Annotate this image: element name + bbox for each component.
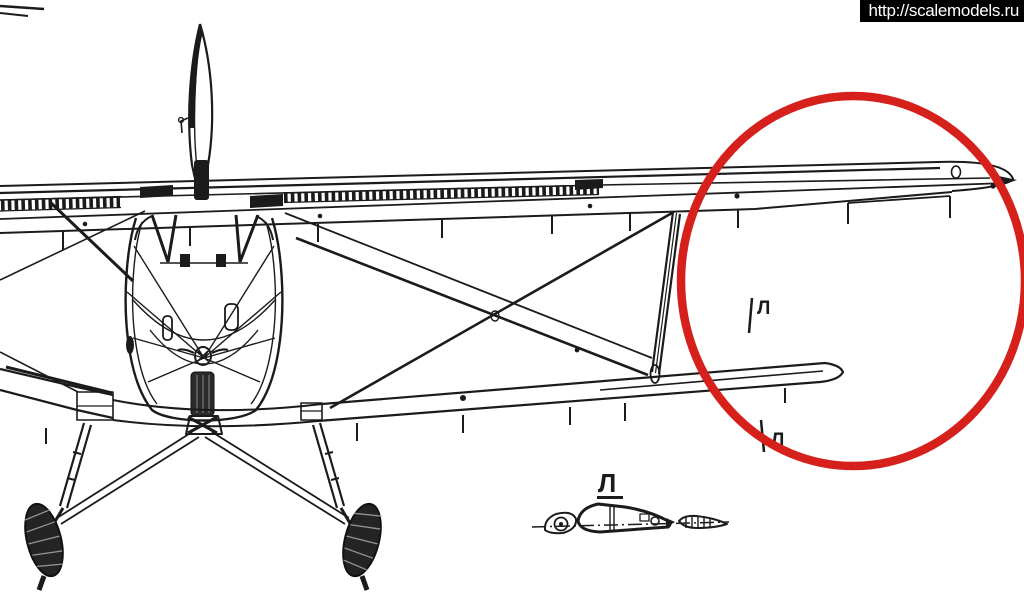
red-circle-annotation: [676, 91, 1024, 471]
rib-ticks-lower-wing: [356, 388, 786, 441]
nav-light: [950, 165, 962, 179]
wheel-right: [342, 502, 383, 578]
bracing-wires: [0, 200, 673, 410]
aileron-profile: [678, 514, 728, 529]
gear-apex-brace: [187, 415, 218, 435]
landing-gear: [24, 422, 383, 591]
wing-profile: [576, 502, 675, 534]
edge-artifact-lines: [0, 4, 45, 17]
airfoil-label: Л: [598, 468, 616, 498]
chord-line: [531, 521, 730, 528]
wheel-left: [24, 502, 64, 578]
fuselage-hatch: [224, 303, 239, 331]
watermark-banner: http://scalemodels.ru: [860, 0, 1024, 22]
blade-bracket: [180, 117, 189, 134]
slat-comb-left: [0, 195, 122, 212]
section-label-upper: Л: [757, 298, 770, 319]
engine-cowling: [124, 215, 284, 422]
cabane-struts: [150, 214, 260, 263]
hub-emblem: [177, 346, 229, 366]
interplane-strut: [649, 211, 682, 384]
cowl-web: [126, 245, 282, 383]
propeller-blade: [177, 23, 214, 200]
exhaust-stub: [126, 336, 134, 354]
blade-root: [194, 160, 209, 200]
airfoil-label-underline: [597, 496, 623, 499]
aileron-bracket: [847, 195, 951, 224]
center-section-lower: [112, 399, 323, 435]
section-line-upper: Л: [747, 297, 770, 334]
slat-profile: [543, 511, 578, 535]
watermark-url: http://scalemodels.ru: [868, 1, 1019, 20]
airfoil-section: Л: [531, 468, 730, 535]
lower-wing-left: [0, 367, 114, 444]
rib-ticks-upper-wing: [62, 209, 739, 250]
upper-wing: [0, 160, 1017, 250]
slat-comb-mid: [283, 184, 600, 204]
strut-foot: [649, 364, 661, 384]
turnbuckle: [490, 310, 500, 322]
